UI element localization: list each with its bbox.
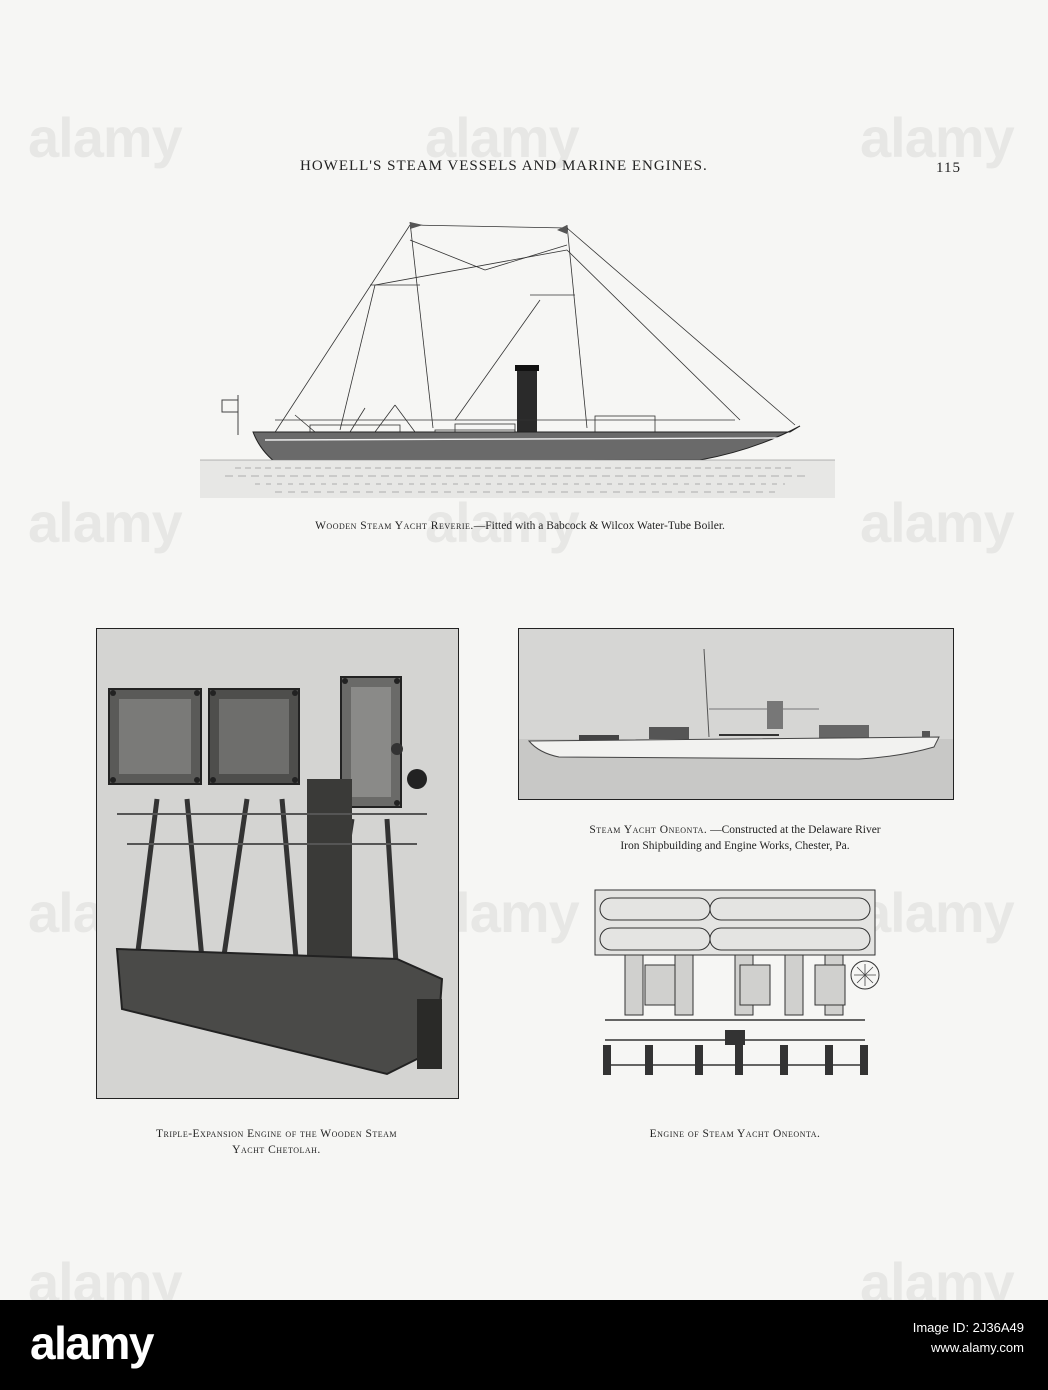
watermark: alamy xyxy=(28,106,183,169)
watermark: alamy xyxy=(28,1251,183,1300)
chetolah-engine-photo xyxy=(96,628,459,1099)
stock-footer: alamy Image ID: 2J36A49 www.alamy.com xyxy=(0,1300,1048,1390)
watermark: alamy xyxy=(860,1251,1015,1300)
oneonta-caption-line1: —Constructed at the Delaware River xyxy=(707,824,881,836)
chetolah-caption-line2: Yacht Chetolah. xyxy=(232,1144,321,1156)
chetolah-caption-line1: Triple-Expansion Engine of the Wooden St… xyxy=(155,1128,398,1140)
site-url: www.alamy.com xyxy=(931,1340,1024,1355)
page-number: 115 xyxy=(936,160,961,176)
watermark: alamy xyxy=(425,491,580,554)
watermark: alamy xyxy=(860,106,1015,169)
image-id-label: Image ID: 2J36A49 xyxy=(912,1320,1024,1335)
reverie-caption: Wooden Steam Yacht Reverie.—Fitted with … xyxy=(190,518,850,534)
reverie-illustration xyxy=(195,210,840,505)
page-header: HOWELL'S STEAM VESSELS AND MARINE ENGINE… xyxy=(0,158,1048,188)
footer-logo: alamy xyxy=(30,1317,154,1369)
watermark: alamy xyxy=(860,881,1015,944)
running-title: HOWELL'S STEAM VESSELS AND MARINE ENGINE… xyxy=(300,158,708,174)
oneonta-engine-caption: Engine of Steam Yacht Oneonta. xyxy=(649,1128,821,1140)
oneonta-caption-line2: Iron Shipbuilding and Engine Works, Ches… xyxy=(620,840,850,852)
watermark: alamy xyxy=(425,106,580,169)
oneonta-caption: Steam Yacht Oneonta. —Constructed at the… xyxy=(518,822,952,854)
chetolah-caption: Triple-Expansion Engine of the Wooden St… xyxy=(96,1126,457,1158)
reverie-caption-title: Wooden Steam Yacht Reverie. xyxy=(315,520,474,532)
document-page: alamy alamy alamy alamy alamy alamy alam… xyxy=(0,0,1048,1300)
image-id-block: Image ID: 2J36A49 www.alamy.com xyxy=(913,1318,1024,1358)
reverie-caption-text: —Fitted with a Babcock & Wilcox Water-Tu… xyxy=(473,520,725,532)
watermark: alamy xyxy=(860,491,1015,554)
watermark: alamy xyxy=(28,491,183,554)
oneonta-engine-drawing xyxy=(585,880,885,1100)
oneonta-caption-title: Steam Yacht Oneonta. xyxy=(589,824,708,836)
oneonta-photo xyxy=(518,628,954,800)
